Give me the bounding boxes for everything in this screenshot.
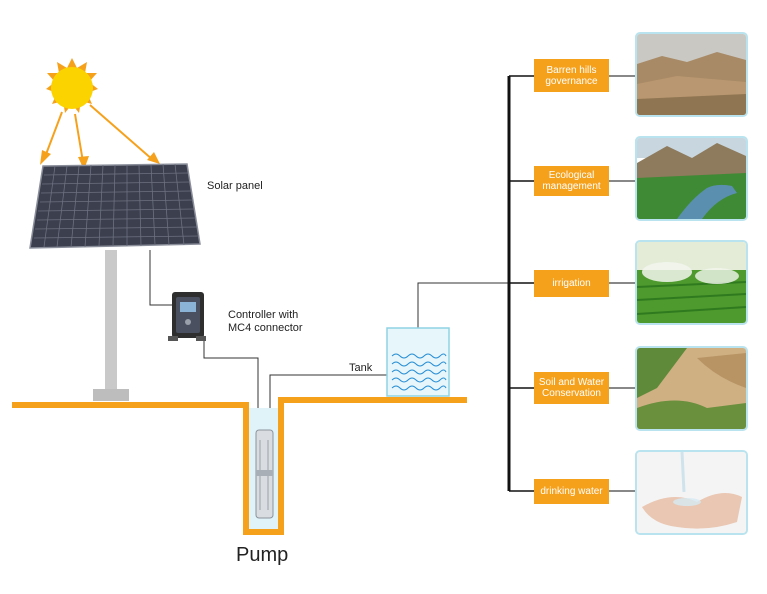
pole-base bbox=[93, 389, 129, 401]
use-label-line1: irrigation bbox=[552, 278, 591, 289]
use-box-drinking-water: drinking water bbox=[534, 479, 609, 504]
solar-panel-label: Solar panel bbox=[207, 180, 263, 192]
ground-and-well bbox=[12, 397, 467, 535]
use-box-soil-water: Soil and Water Conservation bbox=[534, 372, 609, 404]
hands-water-photo bbox=[635, 450, 748, 535]
irrigation-field-photo bbox=[635, 240, 748, 325]
use-bracket bbox=[507, 75, 635, 492]
controller-label-line2: MC4 connector bbox=[228, 322, 303, 334]
ecological-river-photo bbox=[635, 136, 748, 221]
sun-icon bbox=[46, 58, 98, 113]
use-label-line1: drinking water bbox=[540, 486, 603, 497]
water-tank bbox=[386, 327, 450, 397]
solar-panel bbox=[29, 163, 201, 249]
arrow-heads bbox=[40, 150, 160, 170]
use-label-line2: Conservation bbox=[542, 388, 601, 399]
soil-water-hillside-photo bbox=[635, 346, 748, 431]
use-box-irrigation: irrigation bbox=[534, 270, 609, 297]
use-label-line1: Soil and Water bbox=[538, 377, 605, 388]
controller-box bbox=[168, 292, 206, 341]
use-label-line1: Ecological bbox=[548, 170, 595, 181]
tank-label: Tank bbox=[349, 362, 373, 374]
controller-label-line1: Controller with bbox=[228, 309, 299, 321]
use-box-barren-hills: Barren hills governance bbox=[534, 59, 609, 92]
pump-icon bbox=[255, 429, 274, 519]
use-label-line2: governance bbox=[545, 75, 598, 87]
barren-hills-photo bbox=[635, 32, 748, 117]
panel-pole bbox=[105, 250, 117, 390]
use-label-line2: management bbox=[542, 181, 601, 192]
use-box-ecological: Ecological management bbox=[534, 166, 609, 196]
pump-label: Pump bbox=[236, 544, 289, 566]
use-label-line1: Barren hills bbox=[546, 64, 597, 76]
sun-ray-arrows bbox=[44, 104, 154, 163]
